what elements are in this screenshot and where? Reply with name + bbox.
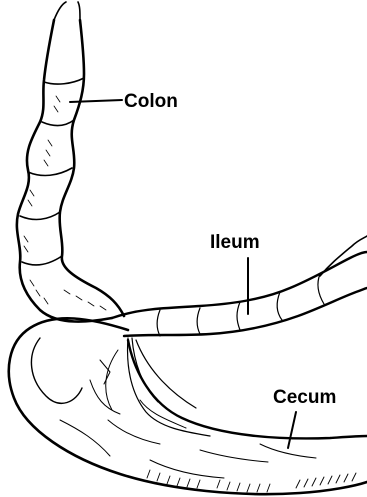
cecum-label: Cecum: [273, 388, 336, 407]
colon-right-wall: [60, 20, 124, 316]
colon-top-edge: [54, 2, 80, 20]
cecum-vein-details: [60, 350, 316, 478]
ileum-top-wall: [112, 252, 367, 318]
ileum-label: Ileum: [210, 233, 260, 252]
ileum-bottom-wall: [124, 288, 367, 336]
colon-left-wall: [17, 20, 112, 322]
mesentery-vessels: [128, 338, 210, 436]
colon-label: Colon: [124, 92, 178, 111]
colon-leader-line: [70, 100, 122, 102]
cecum-leader-line: [288, 412, 296, 448]
cecum-fold-line: [31, 338, 82, 403]
